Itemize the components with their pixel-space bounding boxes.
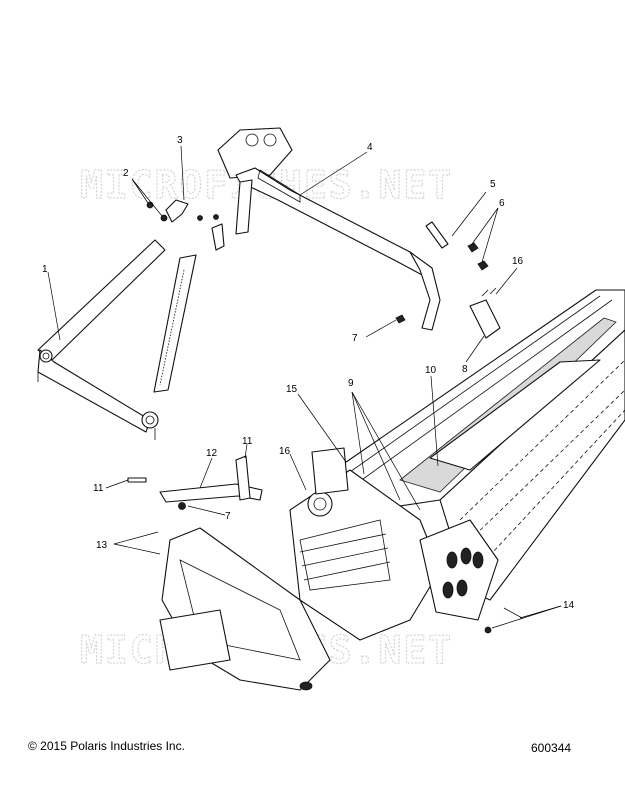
chassis: [159, 289, 625, 691]
brace: [127, 455, 263, 510]
callout-10: 10: [425, 365, 437, 376]
leader-lines: [47, 145, 562, 629]
callout-7-upper: 7: [352, 333, 358, 344]
callout-2: 2: [123, 168, 129, 179]
hardware-right: [395, 221, 501, 339]
callout-6: 6: [499, 198, 505, 209]
drawing-number: 600344: [531, 741, 572, 755]
callout-8: 8: [462, 364, 468, 375]
callout-7-lower: 7: [225, 511, 231, 522]
callout-4: 4: [367, 142, 373, 153]
callout-3: 3: [177, 135, 183, 146]
callout-16-right: 16: [512, 256, 524, 267]
callout-15: 15: [286, 384, 298, 395]
callout-5: 5: [490, 179, 496, 190]
copyright-notice: © 2015 Polaris Industries Inc.: [28, 739, 185, 753]
callout-11-right: 11: [242, 436, 253, 447]
bracket-cluster: [146, 199, 225, 251]
callout-11-left: 11: [93, 483, 104, 494]
strut-assembly: [37, 239, 197, 440]
callout-9: 9: [348, 378, 354, 389]
callout-14: 14: [563, 600, 575, 611]
callout-16-left: 16: [279, 446, 291, 457]
callout-13: 13: [96, 540, 108, 551]
callout-12: 12: [206, 448, 218, 459]
callout-1: 1: [42, 264, 48, 275]
steering-post: [217, 127, 441, 331]
callout-numbers: 1 2 3 4 5 6 7 8 9 10 11 11 12 7 13 14 15…: [42, 135, 575, 611]
